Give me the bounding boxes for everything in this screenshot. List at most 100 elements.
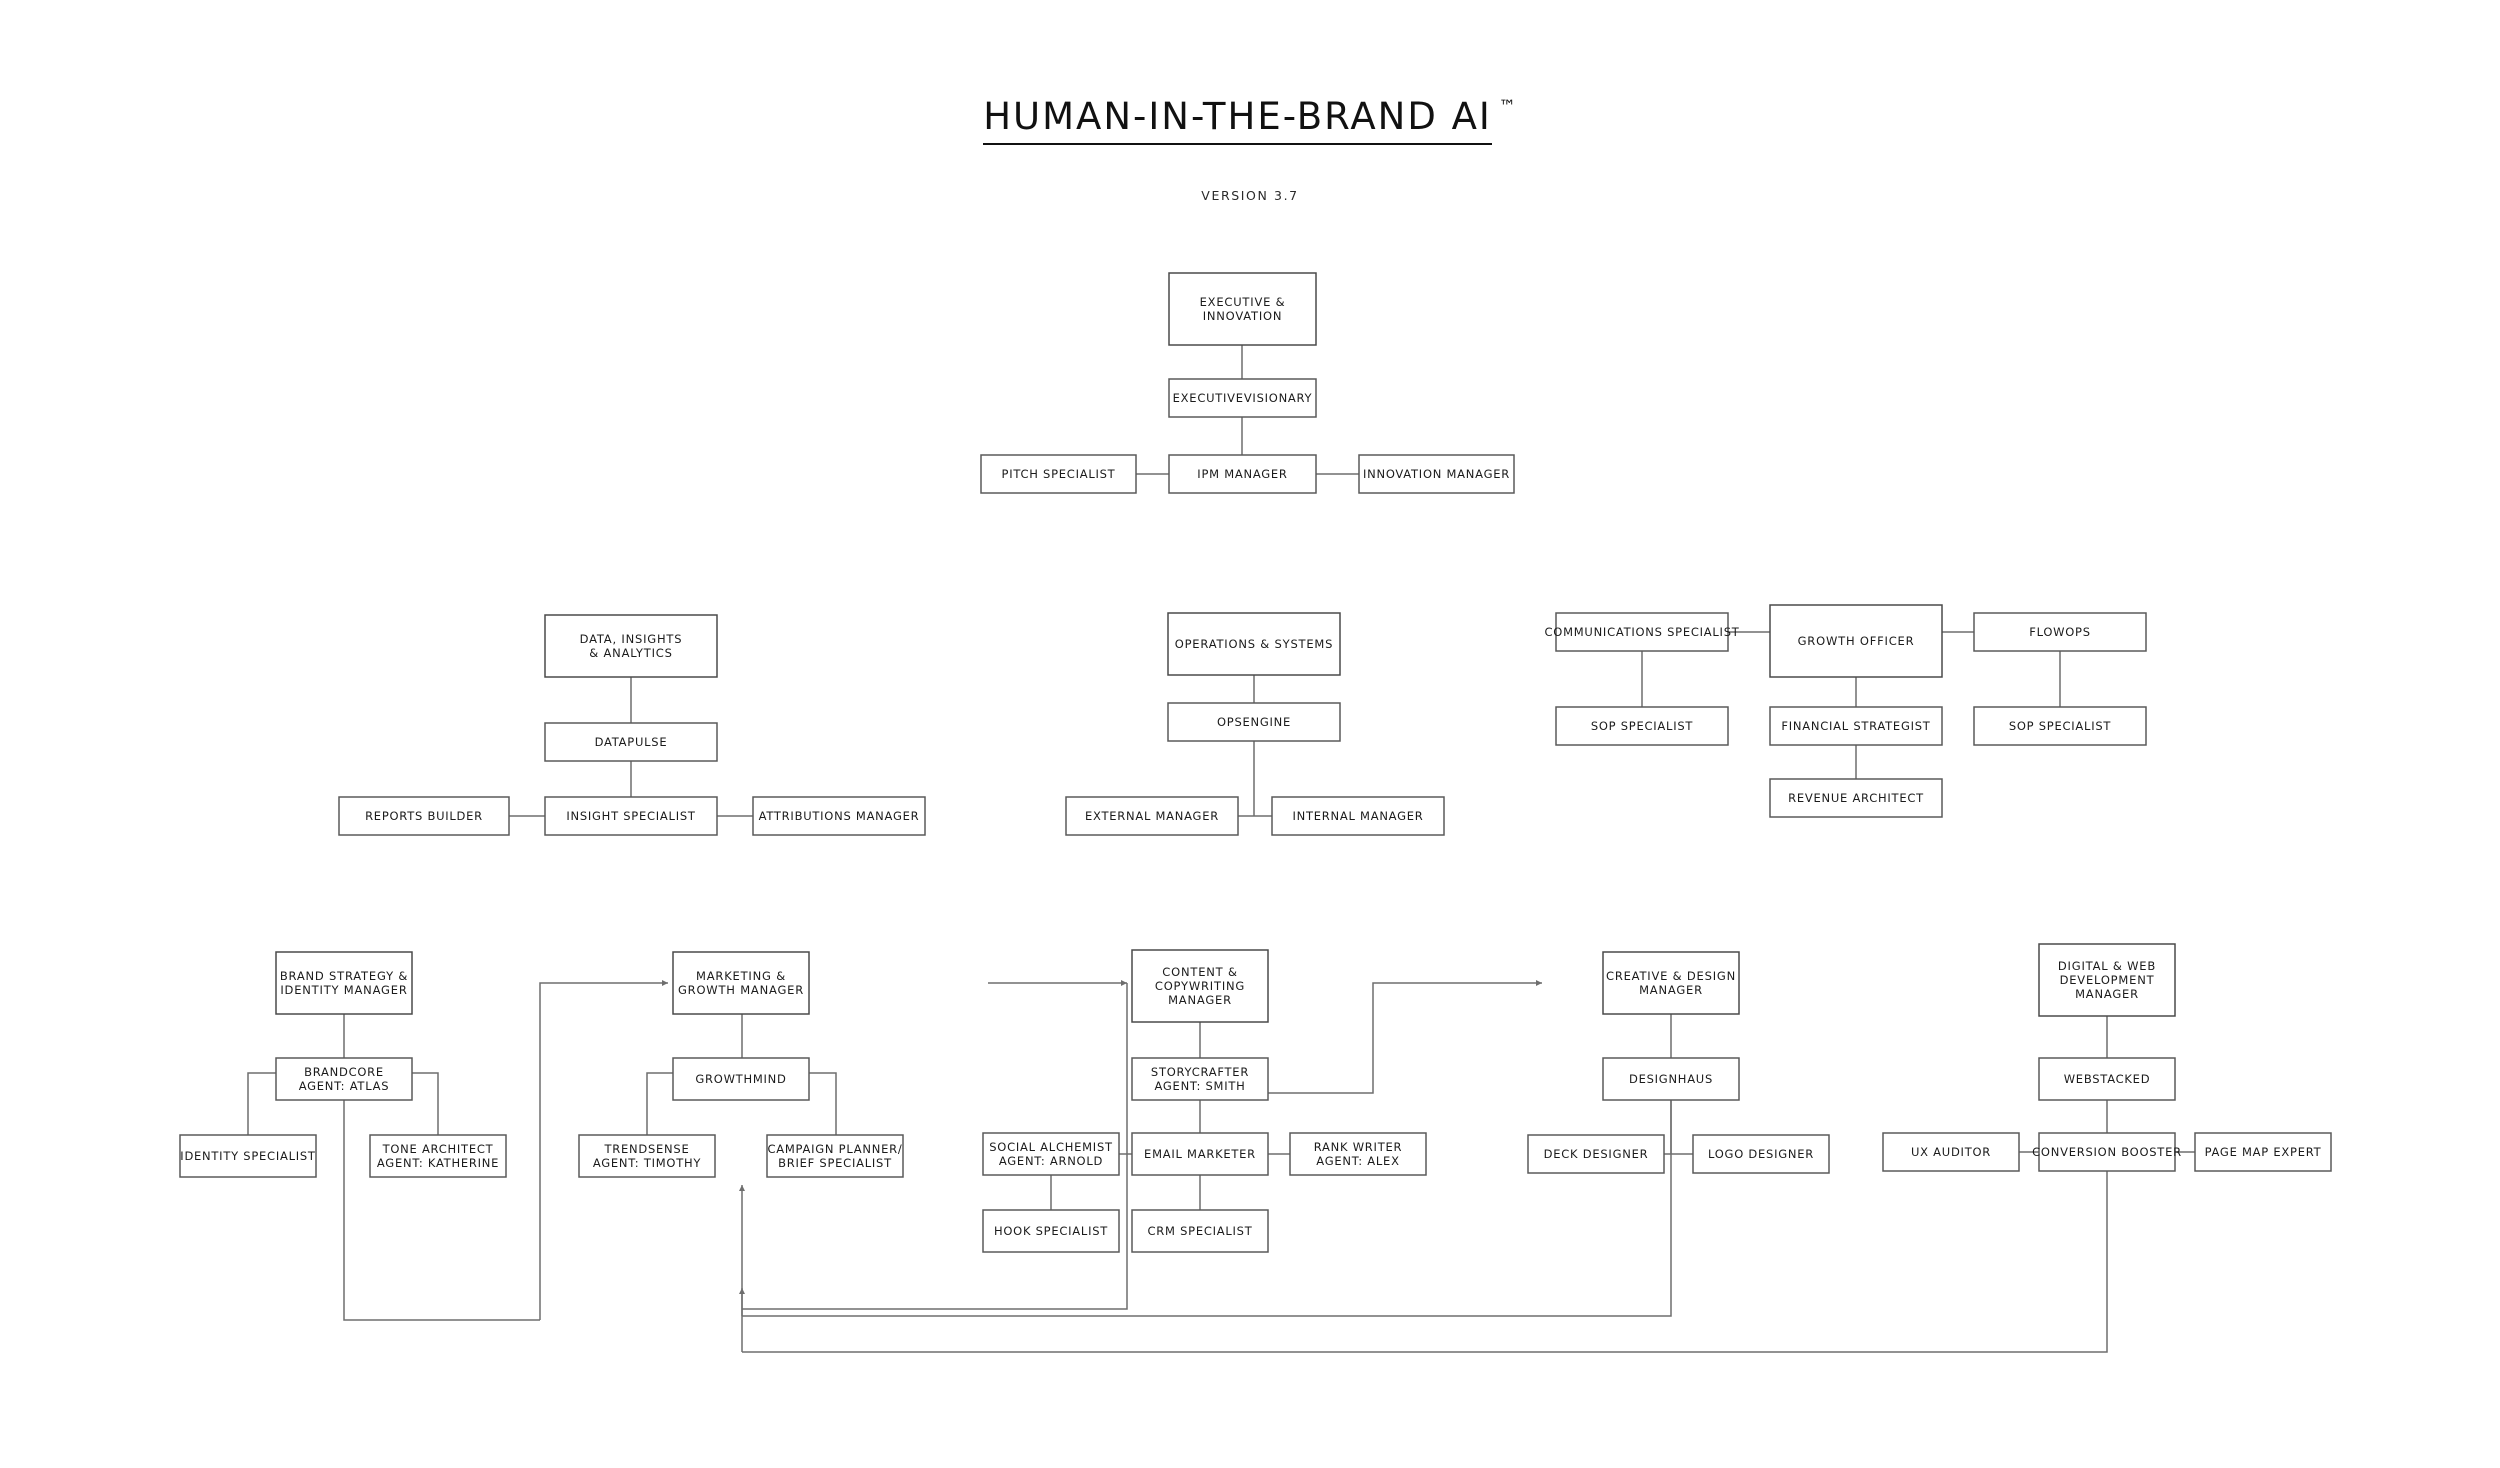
node-financial-strategist[interactable]: Financial Strategist xyxy=(1769,706,1943,746)
node-box[interactable] xyxy=(1167,702,1341,742)
node-email-marketer[interactable]: Email Marketer xyxy=(1131,1132,1269,1176)
node-box[interactable] xyxy=(275,1057,413,1101)
node-insight-specialist[interactable]: Insight Specialist xyxy=(544,796,718,836)
node-box[interactable] xyxy=(1882,1132,2020,1172)
node-box[interactable] xyxy=(1973,706,2147,746)
node-operations-systems[interactable]: Operations & Systems xyxy=(1167,612,1341,676)
node-box[interactable] xyxy=(672,1057,810,1101)
node-page-map-expert[interactable]: Page Map Expert xyxy=(2194,1132,2332,1172)
node-marketing-growth-manager[interactable]: Marketing &Growth Manager xyxy=(672,951,810,1015)
node-deck-designer[interactable]: Deck Designer xyxy=(1527,1134,1665,1174)
node-internal-manager[interactable]: Internal Manager xyxy=(1271,796,1445,836)
node-webstacked[interactable]: WebStacked xyxy=(2038,1057,2176,1101)
node-crm-specialist[interactable]: CRM Specialist xyxy=(1131,1209,1269,1253)
node-box[interactable] xyxy=(1692,1134,1830,1174)
node-label: GrowthMind xyxy=(695,1072,786,1086)
node-growthmind[interactable]: GrowthMind xyxy=(672,1057,810,1101)
node-box[interactable] xyxy=(752,796,926,836)
node-box[interactable] xyxy=(1131,1209,1269,1253)
node-ux-auditor[interactable]: UX Auditor xyxy=(1882,1132,2020,1172)
node-opsengine[interactable]: OpsEngine xyxy=(1167,702,1341,742)
node-designhaus[interactable]: DesignHaus xyxy=(1602,1057,1740,1101)
node-box[interactable] xyxy=(544,722,718,762)
node-box[interactable] xyxy=(1602,951,1740,1015)
node-layer: Executive &InnovationExecutiveVisionaryI… xyxy=(179,272,2332,1253)
node-campaign-planner-brief-specialist[interactable]: Campaign Planner/Brief Specialist xyxy=(766,1134,904,1178)
node-box[interactable] xyxy=(1167,612,1341,676)
node-box[interactable] xyxy=(2194,1132,2332,1172)
node-box[interactable] xyxy=(1168,272,1317,346)
node-sop-specialist[interactable]: SOP Specialist xyxy=(1555,706,1729,746)
node-box[interactable] xyxy=(1131,1057,1269,1101)
node-box[interactable] xyxy=(1527,1134,1665,1174)
node-box[interactable] xyxy=(980,454,1137,494)
node-box[interactable] xyxy=(1358,454,1515,494)
node-logo-designer[interactable]: Logo Designer xyxy=(1692,1134,1830,1174)
node-label: Communications Specialist xyxy=(1544,625,1739,639)
node-label: SOP Specialist xyxy=(2009,719,2112,733)
node-brand-strategy-identity-manager[interactable]: Brand Strategy &Identity Manager xyxy=(275,951,413,1015)
node-pitch-specialist[interactable]: Pitch Specialist xyxy=(980,454,1137,494)
node-box[interactable] xyxy=(179,1134,317,1178)
node-label: Hook Specialist xyxy=(994,1224,1108,1238)
node-box[interactable] xyxy=(982,1132,1120,1176)
node-box[interactable] xyxy=(1131,1132,1269,1176)
node-executive-innovation[interactable]: Executive &Innovation xyxy=(1168,272,1317,346)
node-revenue-architect[interactable]: Revenue Architect xyxy=(1769,778,1943,818)
node-box[interactable] xyxy=(275,951,413,1015)
node-box[interactable] xyxy=(1973,612,2147,652)
node-innovation-manager[interactable]: Innovation Manager xyxy=(1358,454,1515,494)
node-attributions-manager[interactable]: Attributions Manager xyxy=(752,796,926,836)
node-box[interactable] xyxy=(1168,378,1317,418)
node-ipm-manager[interactable]: IPM Manager xyxy=(1168,454,1317,494)
node-conversion-booster[interactable]: Conversion Booster xyxy=(2032,1132,2182,1172)
node-external-manager[interactable]: External Manager xyxy=(1065,796,1239,836)
connector-e-link-story-crt xyxy=(1268,980,1542,1094)
node-box[interactable] xyxy=(1555,612,1729,652)
node-label: Innovation Manager xyxy=(1363,467,1510,481)
node-box[interactable] xyxy=(2038,943,2176,1017)
node-box[interactable] xyxy=(338,796,510,836)
node-box[interactable] xyxy=(766,1134,904,1178)
node-box[interactable] xyxy=(1271,796,1445,836)
node-executivevisionary[interactable]: ExecutiveVisionary xyxy=(1168,378,1317,418)
node-flowops[interactable]: FlowOps xyxy=(1973,612,2147,652)
node-communications-specialist[interactable]: Communications Specialist xyxy=(1544,612,1739,652)
node-box[interactable] xyxy=(1131,949,1269,1023)
node-box[interactable] xyxy=(1065,796,1239,836)
node-label: DataPulse xyxy=(595,735,668,749)
node-box[interactable] xyxy=(544,614,718,678)
node-box[interactable] xyxy=(1769,706,1943,746)
node-sop-specialist[interactable]: SOP Specialist xyxy=(1973,706,2147,746)
node-identity-specialist[interactable]: Identity Specialist xyxy=(179,1134,317,1178)
node-box[interactable] xyxy=(1555,706,1729,746)
node-box[interactable] xyxy=(1769,778,1943,818)
node-data-insights-analytics[interactable]: Data, Insights& Analytics xyxy=(544,614,718,678)
node-box[interactable] xyxy=(2038,1057,2176,1101)
node-reports-builder[interactable]: Reports Builder xyxy=(338,796,510,836)
node-box[interactable] xyxy=(578,1134,716,1178)
node-growth-officer[interactable]: Growth Officer xyxy=(1769,604,1943,678)
node-box[interactable] xyxy=(2038,1132,2176,1172)
node-box[interactable] xyxy=(1289,1132,1427,1176)
node-box[interactable] xyxy=(672,951,810,1015)
node-box[interactable] xyxy=(1769,604,1943,678)
node-datapulse[interactable]: DataPulse xyxy=(544,722,718,762)
node-box[interactable] xyxy=(369,1134,507,1178)
node-box[interactable] xyxy=(544,796,718,836)
node-box[interactable] xyxy=(1602,1057,1740,1101)
node-box[interactable] xyxy=(982,1209,1120,1253)
node-hook-specialist[interactable]: Hook Specialist xyxy=(982,1209,1120,1253)
node-box[interactable] xyxy=(1168,454,1317,494)
